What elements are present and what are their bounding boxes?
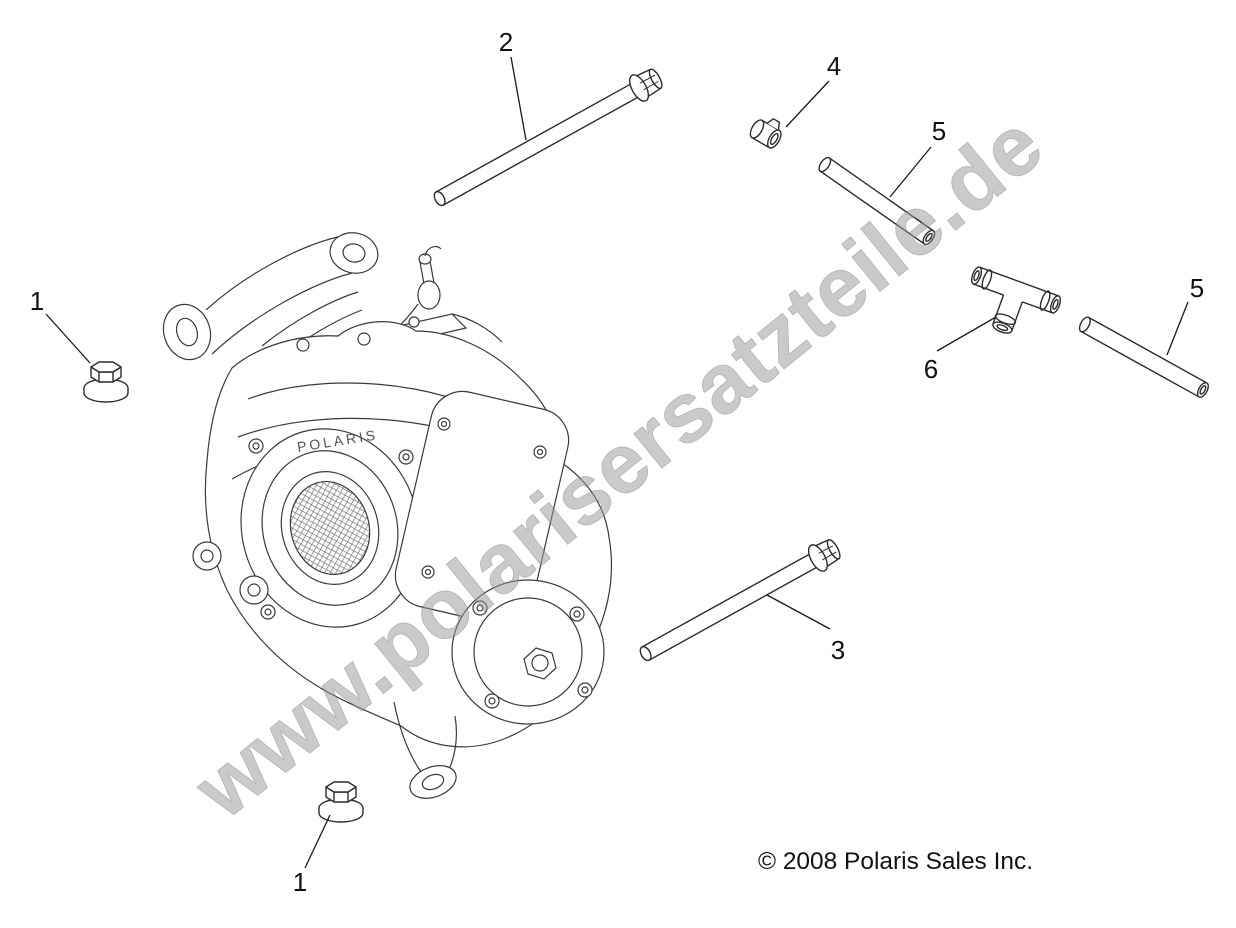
side-cover — [394, 390, 570, 626]
bottom-bracket — [393, 701, 458, 799]
callout-3: 3 — [831, 635, 845, 665]
leader-1-upper-left — [45, 313, 91, 364]
gearcase-drawing: POLARIS — [162, 232, 613, 799]
long-flange-bolt-2 — [433, 68, 663, 207]
vent-hose-5-right — [1078, 316, 1209, 398]
leader-5-upper — [889, 146, 932, 198]
flange-nut-1-upper-left — [83, 361, 129, 403]
output-hex-bolt — [523, 647, 557, 680]
gear-recess — [240, 428, 420, 628]
flange-nut-1-lower — [318, 781, 364, 823]
output-flange — [451, 579, 605, 725]
vent-fitting — [393, 246, 442, 332]
vent-hose-5-upper — [818, 156, 936, 246]
callout-2: 2 — [499, 27, 513, 57]
leader-2 — [510, 56, 527, 141]
leader-3 — [766, 594, 831, 630]
leader-6 — [936, 316, 997, 352]
leader-1-lower — [304, 814, 331, 869]
callout-6: 6 — [924, 354, 938, 384]
flange-bolt-3 — [639, 539, 841, 662]
left-mount-feet — [192, 541, 269, 605]
upper-mount-arm — [162, 232, 379, 365]
callout-numbers: 1 1 2 3 4 5 5 6 — [30, 27, 1204, 897]
copyright-text: © 2008 Polaris Sales Inc. — [758, 848, 1033, 875]
callout-4: 4 — [827, 51, 841, 81]
leader-4 — [785, 80, 830, 128]
callout-1-lower: 1 — [293, 867, 307, 897]
t-fitting-6 — [970, 266, 1062, 334]
hose-clamp-4 — [749, 117, 782, 149]
callout-5-upper: 5 — [932, 116, 946, 146]
callout-5-right: 5 — [1190, 273, 1204, 303]
leader-lines — [45, 56, 1189, 869]
callout-1-upper-left: 1 — [30, 286, 44, 316]
leader-5-right — [1166, 301, 1189, 356]
